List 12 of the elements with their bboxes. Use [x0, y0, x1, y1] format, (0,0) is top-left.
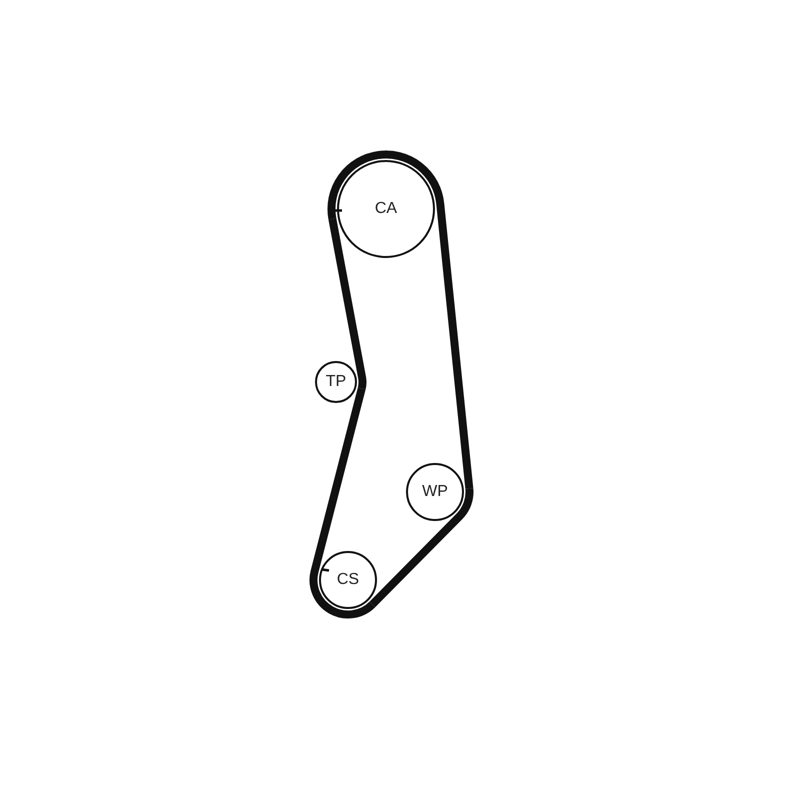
pulley-label: TP — [326, 374, 346, 390]
pulley — [406, 463, 464, 521]
pulley — [315, 361, 357, 403]
pulley-label: CS — [336, 572, 360, 588]
pulley — [337, 160, 435, 258]
pulley — [319, 551, 377, 609]
belt-segment — [328, 218, 366, 390]
belt-segment — [328, 150, 474, 489]
belt-segment — [310, 388, 376, 618]
pulley-label: WP — [422, 484, 448, 500]
pulley-label: CA — [374, 201, 398, 217]
belt-segment — [370, 488, 474, 608]
